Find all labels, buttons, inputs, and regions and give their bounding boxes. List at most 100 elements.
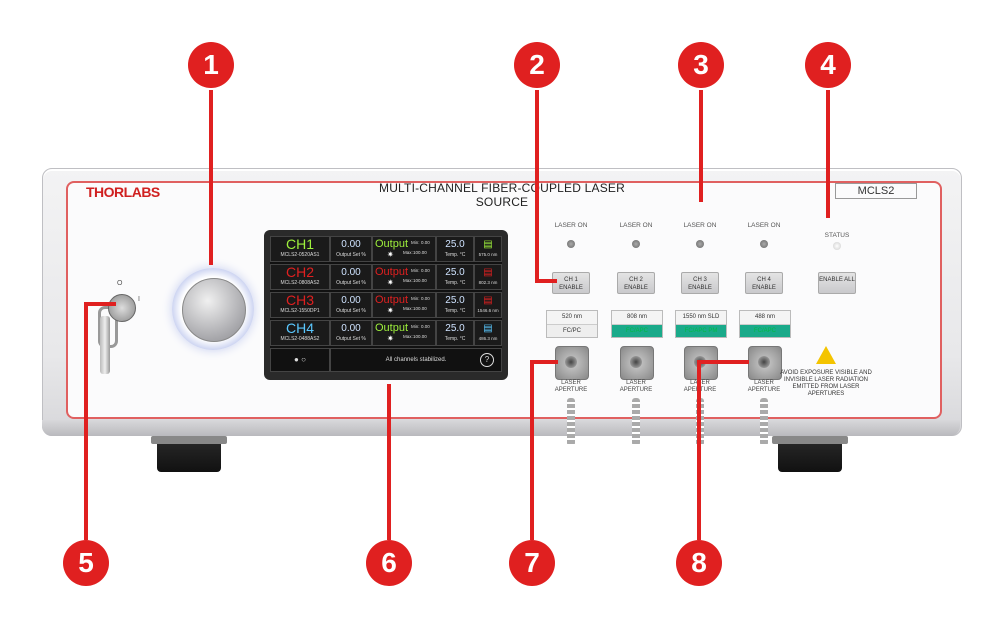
output-set-cell[interactable]: 0.00 Output Set % bbox=[330, 292, 372, 318]
channel-id-cell[interactable]: CH3 MCLS2-1550DP1 bbox=[270, 292, 330, 318]
channel-id-cell[interactable]: CH2 MCLS2-0808AS2 bbox=[270, 264, 330, 290]
max-value: 100.00 bbox=[413, 250, 427, 255]
aperture-label: LASER APERTURE bbox=[747, 380, 781, 393]
temp-cell[interactable]: 25.0 Temp. °C bbox=[436, 292, 474, 318]
temp-label: Temp. °C bbox=[444, 308, 466, 314]
channel-enable-button[interactable]: CH 4 ENABLE bbox=[745, 272, 783, 294]
callout-line bbox=[84, 302, 116, 306]
channel-row[interactable]: CH3 MCLS2-1550DP1 0.00 Output Set % Outp… bbox=[270, 292, 502, 318]
channel-wavelength: 520 nm bbox=[547, 311, 597, 325]
channel-fiber-label: 488 nm FC/APC bbox=[739, 310, 791, 338]
max-label: Max: bbox=[403, 306, 413, 311]
model-label: MCLS2 bbox=[835, 183, 917, 199]
temp-cell[interactable]: 25.0 Temp. °C bbox=[436, 264, 474, 290]
output-set-cell[interactable]: 0.00 Output Set % bbox=[330, 264, 372, 290]
wavelength-cell[interactable]: ▤ 1546.6 nm bbox=[474, 292, 502, 318]
callout-marker: 7 bbox=[509, 540, 555, 586]
min-label: Min: bbox=[411, 240, 420, 245]
callout-marker: 8 bbox=[676, 540, 722, 586]
channel-wavelength: 1550 nm SLD bbox=[676, 311, 726, 325]
channel-id-cell[interactable]: CH1 MCLS2-0520AS1 bbox=[270, 236, 330, 262]
channel-part: MCLS2-1550DP1 bbox=[280, 308, 320, 314]
page-dots-icon[interactable]: ● ○ bbox=[270, 348, 330, 372]
chassis-base bbox=[42, 420, 960, 436]
output-set-cell[interactable]: 0.00 Output Set % bbox=[330, 236, 372, 262]
laser-aperture-port[interactable] bbox=[555, 346, 589, 380]
channel-enable-button[interactable]: CH 2 ENABLE bbox=[617, 272, 655, 294]
connector-type: FC/PC bbox=[547, 325, 597, 337]
document-icon: ▤ bbox=[483, 323, 493, 334]
channel-part: MCLS2-0488AS2 bbox=[280, 336, 320, 342]
aperture-label: LASER APERTURE bbox=[554, 380, 588, 393]
dust-cap-chain bbox=[567, 398, 575, 446]
touchscreen[interactable]: CH1 MCLS2-0520AS1 0.00 Output Set % Outp… bbox=[270, 236, 502, 372]
max-label: Max: bbox=[403, 334, 413, 339]
aperture-label: LASER APERTURE bbox=[619, 380, 653, 393]
callout-line bbox=[535, 90, 539, 280]
help-icon[interactable]: ? bbox=[480, 353, 494, 367]
channel-enable-button[interactable]: CH 3 ENABLE bbox=[681, 272, 719, 294]
output-toggle-cell[interactable]: Output ✷ Min: 0.00 Max: 100.00 bbox=[372, 264, 436, 290]
laser-on-label: LASER ON bbox=[747, 222, 781, 229]
callout-marker: 2 bbox=[514, 42, 560, 88]
callout-line bbox=[530, 362, 534, 540]
wavelength-value: 486.3 nm bbox=[478, 336, 498, 341]
channel-enable-button[interactable]: CH 1 ENABLE bbox=[552, 272, 590, 294]
key-off-label: O bbox=[117, 280, 123, 287]
laser-on-label: LASER ON bbox=[554, 222, 588, 229]
channel-wavelength: 808 nm bbox=[612, 311, 662, 325]
brand-logo: THORLABS bbox=[86, 184, 160, 200]
connector-type: FC/APC bbox=[740, 325, 790, 337]
output-set-label: Output Set % bbox=[336, 280, 366, 286]
temp-cell[interactable]: 25.0 Temp. °C bbox=[436, 236, 474, 262]
channel-name: CH3 bbox=[285, 292, 314, 308]
temp-label: Temp. °C bbox=[444, 280, 466, 286]
output-toggle-cell[interactable]: Output ✷ Min: 0.00 Max: 100.00 bbox=[372, 292, 436, 318]
laser-aperture-port[interactable] bbox=[748, 346, 782, 380]
output-label: Output bbox=[375, 238, 409, 250]
channel-id-cell[interactable]: CH4 MCLS2-0488AS2 bbox=[270, 320, 330, 346]
left-foot bbox=[151, 436, 227, 472]
min-value: 0.00 bbox=[421, 296, 430, 301]
sun-icon: ✷ bbox=[387, 306, 394, 315]
control-knob[interactable] bbox=[182, 278, 246, 342]
laser-on-led bbox=[632, 240, 640, 248]
callout-line bbox=[826, 90, 830, 217]
enable-all-button[interactable]: ENABLE ALL bbox=[818, 272, 856, 294]
output-set-cell[interactable]: 0.00 Output Set % bbox=[330, 320, 372, 346]
callout-line bbox=[387, 384, 391, 540]
warning-text: AVOID EXPOSURE VISIBLE AND INVISIBLE LAS… bbox=[780, 370, 872, 397]
key-switch[interactable] bbox=[108, 294, 136, 322]
channel-name: CH4 bbox=[285, 320, 314, 336]
max-value: 100.00 bbox=[413, 306, 427, 311]
callout-line bbox=[699, 90, 703, 202]
wavelength-cell[interactable]: ▤ 575.0 nm bbox=[474, 236, 502, 262]
laser-on-label: LASER ON bbox=[683, 222, 717, 229]
temp-value: 25.0 bbox=[445, 239, 465, 250]
document-icon: ▤ bbox=[483, 267, 493, 278]
panel-title: MULTI-CHANNEL FIBER-COUPLED LASER SOURCE bbox=[379, 181, 625, 209]
callout-marker: 4 bbox=[805, 42, 851, 88]
channel-fiber-label: 1550 nm SLD FC/APC PM bbox=[675, 310, 727, 338]
connector-type: FC/APC PM bbox=[676, 325, 726, 337]
channel-row[interactable]: CH1 MCLS2-0520AS1 0.00 Output Set % Outp… bbox=[270, 236, 502, 262]
output-toggle-cell[interactable]: Output ✷ Min: 0.00 Max: 100.00 bbox=[372, 320, 436, 346]
channel-row[interactable]: CH4 MCLS2-0488AS2 0.00 Output Set % Outp… bbox=[270, 320, 502, 346]
laser-aperture-port[interactable] bbox=[620, 346, 654, 380]
channel-part: MCLS2-0520AS1 bbox=[280, 252, 320, 258]
wavelength-value: 575.0 nm bbox=[478, 252, 498, 257]
output-set-value: 0.00 bbox=[341, 295, 361, 306]
key-icon[interactable] bbox=[100, 316, 110, 374]
callout-line bbox=[535, 279, 557, 283]
output-toggle-cell[interactable]: Output ✷ Min: 0.00 Max: 100.00 bbox=[372, 236, 436, 262]
wavelength-value: 802.3 nm bbox=[478, 280, 498, 285]
wavelength-cell[interactable]: ▤ 486.3 nm bbox=[474, 320, 502, 346]
laser-on-led bbox=[696, 240, 704, 248]
wavelength-cell[interactable]: ▤ 802.3 nm bbox=[474, 264, 502, 290]
callout-line bbox=[84, 304, 88, 540]
channel-row[interactable]: CH2 MCLS2-0808AS2 0.00 Output Set % Outp… bbox=[270, 264, 502, 290]
output-label: Output bbox=[375, 266, 409, 278]
temp-cell[interactable]: 25.0 Temp. °C bbox=[436, 320, 474, 346]
document-icon: ▤ bbox=[483, 239, 493, 250]
wavelength-value: 1546.6 nm bbox=[477, 308, 499, 313]
